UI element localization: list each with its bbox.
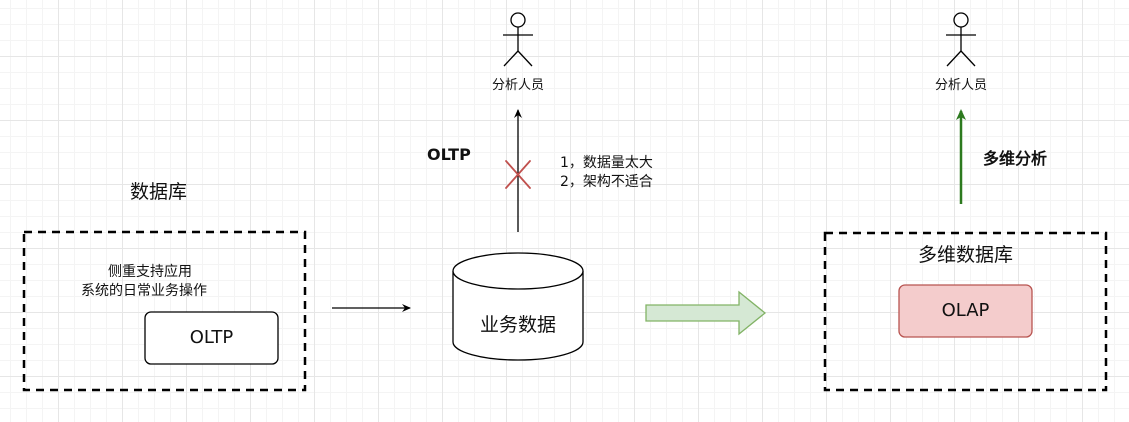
oltp-box-label: OLTP — [189, 327, 234, 348]
right-analyst-label: 分析人员 — [934, 78, 987, 93]
multidim-db-heading: 多维数据库 — [917, 244, 1013, 266]
oltp-box — [144, 311, 279, 365]
middle-analyst-label: 分析人员 — [491, 78, 544, 93]
analyst-figure-icon-right — [946, 12, 976, 67]
multidim-container — [823, 231, 1108, 392]
olap-box — [898, 284, 1033, 338]
business-data-cylinder — [452, 252, 584, 361]
reason-line-1: 1，数据量太大 — [560, 155, 653, 171]
multidim-analysis-label: 多维分析 — [983, 149, 1048, 168]
olap-box-label: OLAP — [941, 300, 990, 321]
database-desc-line2: 系统的日常业务操作 — [81, 283, 207, 299]
database-heading: 数据库 — [130, 181, 188, 203]
reason-line-2: 2，架构不适合 — [560, 174, 653, 190]
analyst-figure-icon-middle — [503, 12, 533, 67]
database-desc-line1: 侧重支持应用 — [108, 264, 192, 280]
middle-oltp-label: OLTP — [427, 145, 471, 164]
blocked-cross-icon — [505, 160, 531, 189]
business-data-label: 业务数据 — [479, 314, 556, 336]
database-container — [22, 230, 307, 392]
fat-transfer-arrow — [645, 290, 767, 336]
